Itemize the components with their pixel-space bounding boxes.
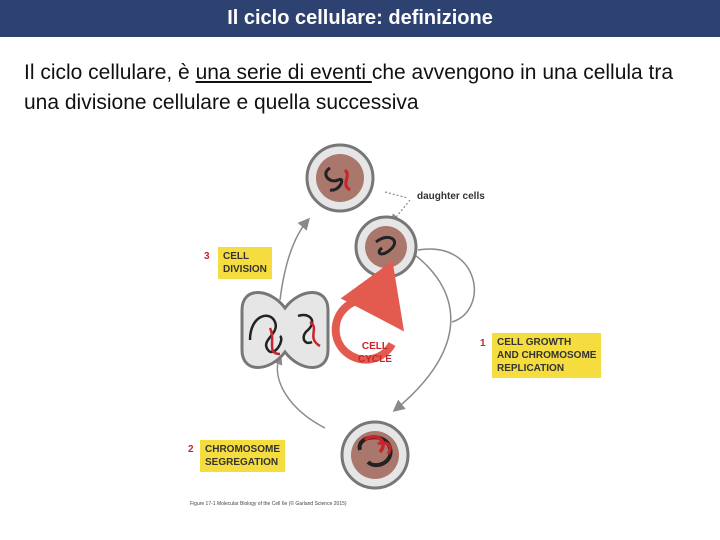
cycle-arrow-center — [331, 260, 405, 364]
slide-title: Il ciclo cellulare: definizione — [227, 7, 493, 29]
daughter-cells-label: daughter cells — [417, 191, 485, 202]
stage-1-label-box: CELL GROWTH AND CHROMOSOME REPLICATION — [492, 333, 602, 378]
stage-2-number: 2 — [188, 444, 194, 455]
arrow-right-loop — [392, 247, 452, 412]
arrow-segregation — [271, 352, 326, 429]
cell-cycle-diagram: daughter cells 3 CELL DIVISION 1 CELL GR… — [180, 140, 620, 520]
intro-text-start: Il ciclo cellulare, è — [24, 61, 196, 84]
figure-caption: Figure 17-1 Molecular Biology of the Cel… — [190, 501, 347, 507]
stage-1-number: 1 — [480, 338, 486, 349]
intro-underlined-phrase: una serie di eventi — [195, 61, 372, 84]
arrow-division — [279, 217, 310, 301]
slide-title-bar: Il ciclo cellulare: definizione — [0, 0, 720, 37]
stage-2-label-box: CHROMOSOME SEGREGATION — [200, 440, 285, 472]
cell-cycle-center-label: CELL CYCLE — [358, 341, 392, 365]
stage-3-label-box: CELL DIVISION — [218, 247, 272, 279]
arrow-growth — [417, 248, 475, 323]
arrow-daughter-top — [384, 191, 409, 199]
dividing-cell — [240, 291, 330, 369]
intro-text-end: che avvengono in una cellula tra una div… — [24, 61, 674, 114]
cell-cycle-artwork — [240, 143, 475, 490]
daughter-cell-top — [305, 143, 375, 213]
intro-paragraph: Il ciclo cellulare, è una serie di event… — [24, 58, 704, 118]
stage-3-number: 3 — [204, 251, 210, 262]
replicating-cell — [340, 420, 410, 490]
arrow-daughter-bottom — [390, 199, 411, 224]
daughter-cell-lower — [354, 215, 418, 279]
